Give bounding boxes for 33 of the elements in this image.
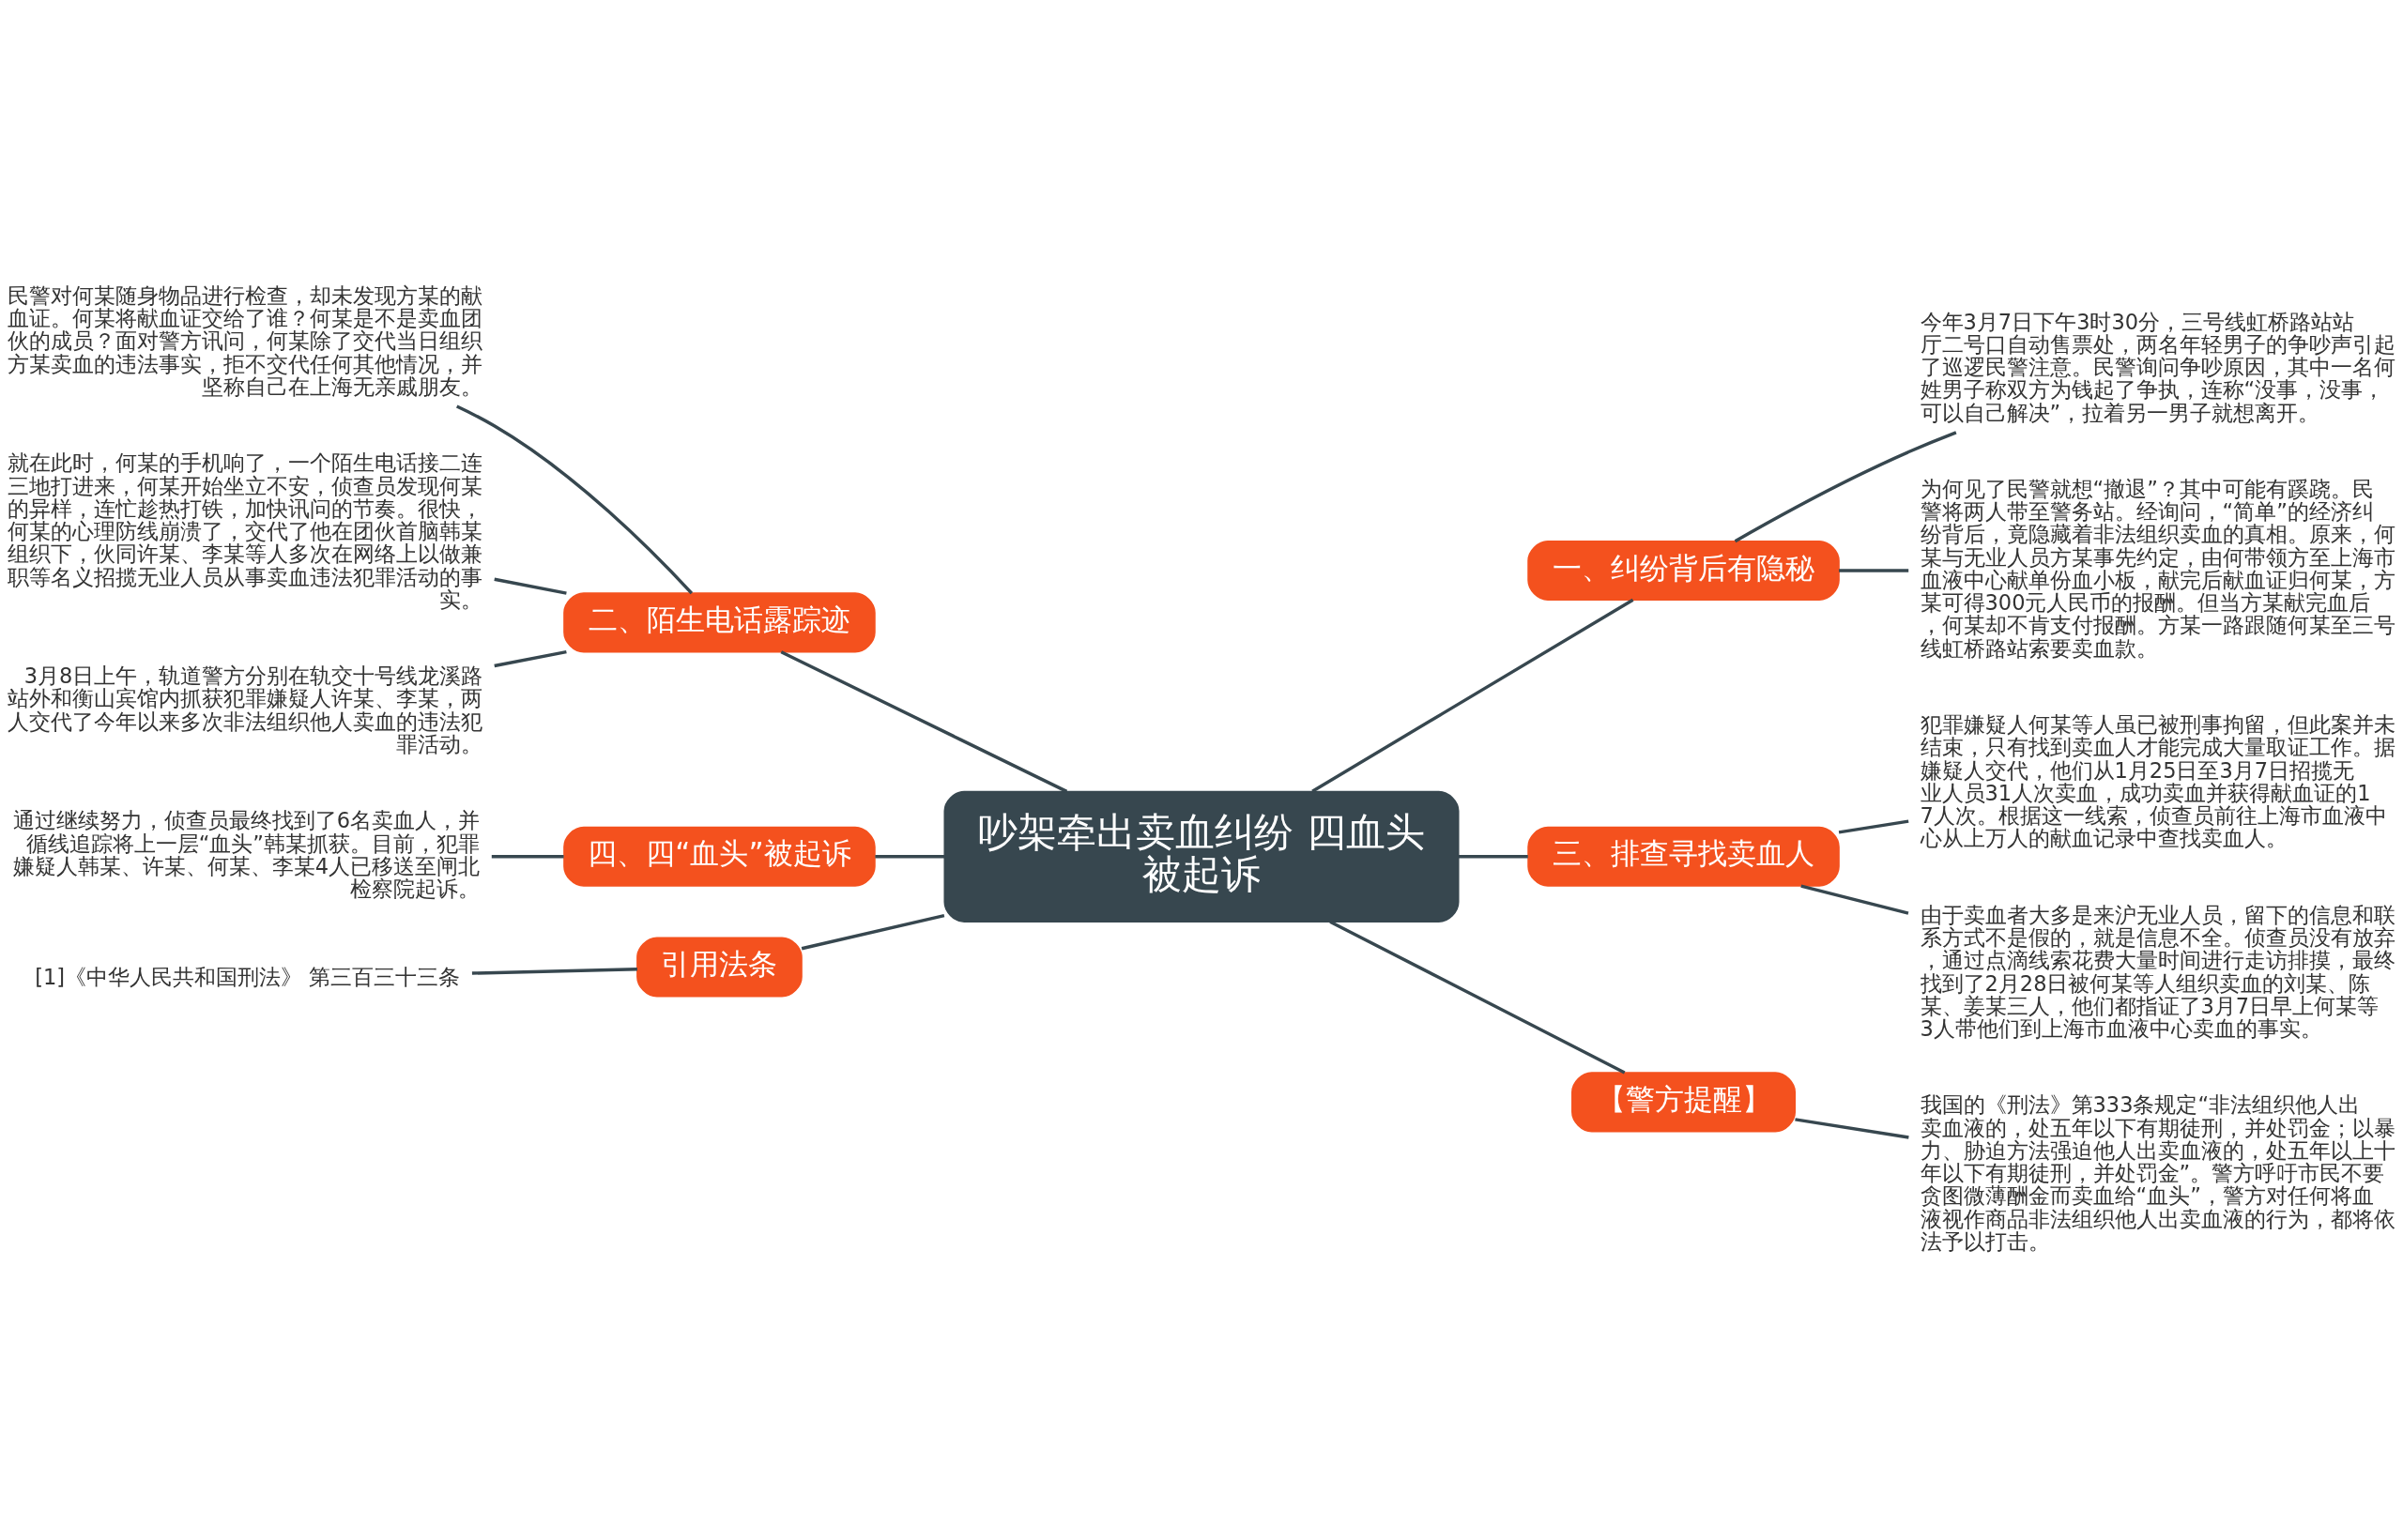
connector	[455, 404, 694, 594]
connector	[1458, 854, 1528, 859]
connector	[1311, 598, 1634, 793]
node-text: 我国的《刑法》第333条规定“非法组织他人出卖血液的，处五年以下有期徒刑，并处罚金；以暴力、胁迫方法强迫他人出卖血液的，处五年以上十年以下有期徒刑，并处罚金”。警方呼吁市民不要贪图微薄酬金而卖血给“血头”，警方对任何将血液视作商品非法组织他人出卖血液的行为，都将依法予以打击。	[1920, 1091, 2395, 1254]
connector	[494, 649, 567, 667]
node-box: 引用法条	[636, 937, 803, 998]
connector	[875, 854, 945, 859]
node-text: 通过继续努力，侦查员最终找到了6名卖血人，并循线追踪将上一层“血头”韩某抓获。目前，犯罪嫌疑人韩某、许某、何某、李某4人已移送至闸北检察院起诉。	[12, 807, 480, 901]
connector	[1838, 818, 1909, 834]
connector	[471, 967, 637, 975]
node-text: 就在此时，何某的手机响了，一个陌生电话接二连三地打进来，何某开始坐立不安，侦查员发现何某的异样，连忙趁热打铁，加快讯问的节奏。很快，何某的心理防线崩溃了，交代了他在团伙首脑韩某组织下，伙同许某、李某等人多次在网络上以做兼职等名义招揽无业人员从事卖血违法犯罪活动的事实。	[8, 450, 483, 612]
node-text: [1]《中华人民共和国刑法》 第三百三十三条	[35, 964, 461, 989]
node-box: 二、陌生电话露踪迹	[563, 591, 876, 652]
connector	[1734, 430, 1957, 542]
node-box: 三、排查寻找卖血人	[1527, 826, 1840, 887]
connector	[1800, 883, 1909, 915]
connector	[494, 577, 567, 595]
connector	[491, 854, 564, 859]
connector	[780, 649, 1068, 793]
node-text: 由于卖血者大多是来沪无业人员，留下的信息和联系方式不是假的，就是信息不全。侦查员没有放弃，通过点滴线索花费大量时间进行走访排摸，最终找到了2月28日被何某等人组织卖血的刘某、陈某、姜某三人，他们都指证了3月7日早上何某等3人带他们到上海市血液中心卖血的事实。	[1920, 902, 2395, 1041]
node-text: 民警对何某随身物品进行检查，却未发现方某的献血证。何某将献血证交给了谁？何某是不是卖血团伙的成员？面对警方讯问，何某除了交代当日组织方某卖血的违法事实，拒不交代任何其他情况，并坚称自己在上海无亲戚朋友。	[8, 282, 483, 399]
node-box: 四、四“血头”被起诉	[563, 826, 876, 887]
node-text: 3月8日上午，轨道警方分别在轨交十号线龙溪路站外和衡山宾馆内抓获犯罪嫌疑人许某、李某，两人交代了今年以来多次非法组织他人卖血的违法犯罪活动。	[8, 663, 483, 756]
node-text: 犯罪嫌疑人何某等人虽已被刑事拘留，但此案并未结束，只有找到卖血人才能完成大量取证工作。据嫌疑人交代，他们从1月25日至3月7日招揽无业人员31人次卖血，成功卖血并获得献血证的17人次。根据这一线索，侦查员前往上海市血液中心从上万人的献血记录中查找卖血人。	[1920, 711, 2395, 850]
node-box: 一、纠纷背后有隐秘	[1527, 540, 1840, 601]
node-text: 今年3月7日下午3时30分，三号线虹桥路站站厅二号口自动售票处，两名年轻男子的争吵声引起了巡逻民警注意。民警询问争吵原因，其中一名何姓男子称双方为钱起了争执，连称“没事，没事，可以自己解决”，拉着另一男子就想离开。	[1920, 309, 2395, 425]
node-text: 为何见了民警就想“撤退”？其中可能有蹊跷。民警将两人带至警务站。经询问，“简单”的经济纠纷背后，竟隐藏着非法组织卖血的真相。原来，何某与无业人员方某事先约定，由何带领方至上海市血液中心献单份血小板，献完后献血证归何某，方某可得300元人民币的报酬。但当方某献完血后，何某却不肯支付报酬。方某一路跟随何某至三号线虹桥路站索要卖血款。	[1920, 476, 2395, 661]
node-box: 吵架牵出卖血纠纷 四血头被起诉	[943, 790, 1460, 922]
connector	[1329, 920, 1626, 1075]
connector	[1839, 568, 1909, 572]
connector	[801, 913, 945, 950]
node-box: 【警方提醒】	[1571, 1071, 1797, 1132]
connector	[1795, 1117, 1909, 1139]
